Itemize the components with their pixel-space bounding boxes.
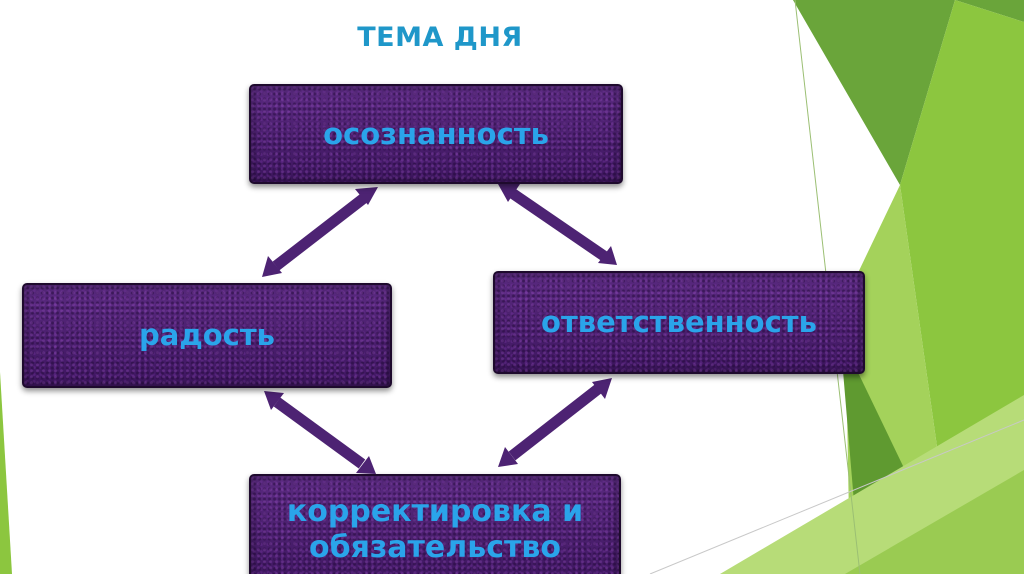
arrow-left-bottom	[264, 391, 376, 474]
arrow-top-left	[262, 187, 378, 277]
arrow-right-bottom	[498, 378, 612, 467]
decor-shape-bottom-mid	[845, 470, 1024, 574]
node-joy: радость	[22, 283, 392, 388]
slide-title: ТЕМА ДНЯ	[357, 22, 523, 53]
decor-thin-line-2	[649, 419, 1024, 574]
node-awareness: осознанность	[249, 84, 623, 184]
decor-shape-top-dark	[793, 0, 1024, 185]
node-correction-commitment-label: корректировка и обязательство	[286, 494, 584, 565]
node-responsibility: ответственность	[493, 271, 865, 374]
node-correction-commitment: корректировка и обязательство	[249, 474, 621, 574]
arrow-top-right	[498, 184, 617, 265]
node-awareness-label: осознанность	[323, 116, 549, 151]
left-green-strip	[0, 372, 12, 574]
node-joy-label: радость	[138, 318, 275, 353]
node-responsibility-label: ответственность	[541, 305, 817, 340]
